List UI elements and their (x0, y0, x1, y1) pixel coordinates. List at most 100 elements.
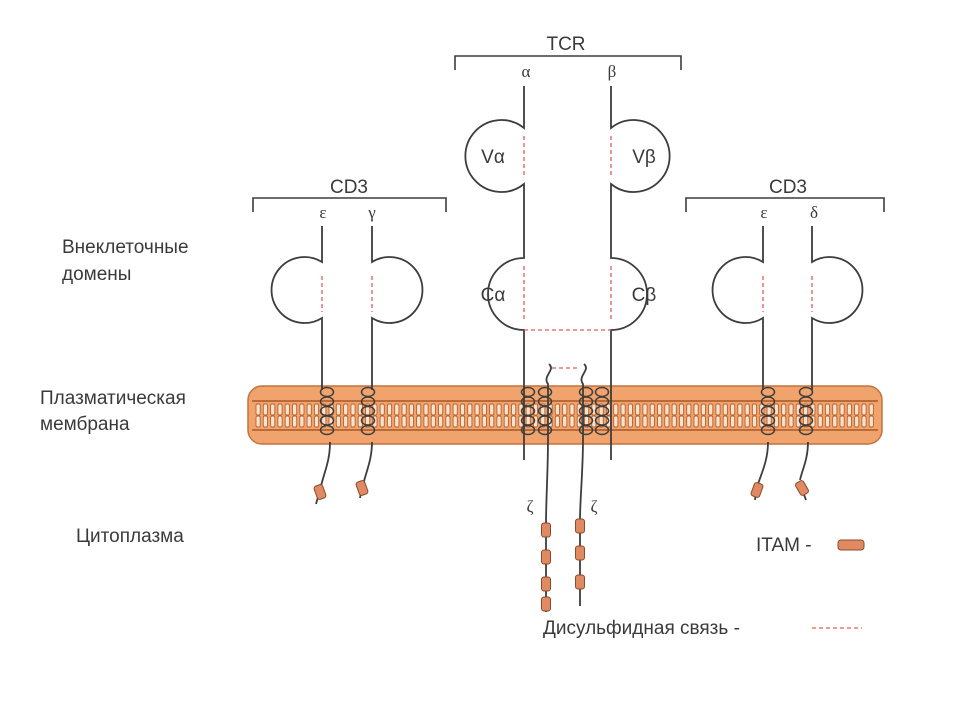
tcr-beta-chain (610, 86, 671, 460)
cd3-right-delta-tail (799, 441, 809, 481)
lipid-head (839, 415, 845, 428)
lipid-head (503, 403, 509, 416)
lipid-head (277, 403, 283, 416)
itam-motif (313, 484, 327, 500)
lipid-head (678, 403, 685, 416)
lipid-head (635, 415, 641, 428)
cd3-right-label: CD3 (769, 177, 807, 198)
lipid-head (350, 403, 356, 416)
itam-motif (575, 545, 585, 561)
lipid-head (657, 403, 663, 416)
cd3-right-bracket (685, 197, 885, 212)
lipid-head (854, 403, 860, 416)
lipid-head (678, 415, 685, 428)
lipid-head (379, 403, 385, 416)
lipid-head (401, 403, 407, 416)
lipid-head (416, 415, 422, 428)
c-beta-domain-label: Cβ (632, 285, 657, 306)
lipid-head (343, 403, 349, 416)
lipid-head (722, 415, 728, 428)
lipid-head (284, 403, 290, 416)
lipid-head (562, 415, 568, 428)
itam-motif (541, 549, 551, 565)
lipid-head (335, 415, 341, 428)
cd3-left-bracket (252, 197, 447, 212)
cd3-left-gamma-tail (362, 441, 373, 486)
lipid-head (868, 415, 874, 428)
lipid-head (474, 415, 480, 428)
lipid-head (299, 415, 305, 428)
lipid-head (408, 403, 414, 416)
membrane-lipid-heads (255, 403, 874, 428)
lipid-head (335, 403, 341, 416)
legend: ITAM - Дисульфидная связь - (543, 535, 865, 639)
helix-turn (760, 424, 776, 436)
c-alpha-domain-label: Cα (481, 285, 506, 306)
lipid-head (832, 415, 838, 428)
helix-turn (520, 424, 536, 436)
cd3-left-gamma-label: γ (367, 203, 376, 222)
lipid-head (817, 403, 823, 416)
lipid-head (751, 403, 758, 416)
lipid-head (744, 415, 750, 428)
lipid-head (722, 403, 728, 416)
zeta-1-label: ζ (526, 497, 533, 516)
lipid-head (613, 415, 619, 428)
lipid-head (839, 403, 845, 416)
side-labels: Внеклеточные домены Плазматическая мембр… (40, 237, 189, 547)
cytoplasm-label: Цитоплазма (76, 526, 184, 547)
zeta-chain-1 (545, 363, 552, 612)
lipid-head (394, 403, 400, 416)
itam-motif (750, 482, 764, 498)
itam-legend-label: ITAM - (756, 535, 812, 556)
lipid-head (438, 403, 444, 416)
itam-motif (541, 522, 551, 538)
lipid-head (306, 403, 312, 416)
extracellular-label-line2: домены (62, 264, 131, 285)
tcr-beta-label: β (608, 62, 617, 81)
lipid-head (467, 415, 473, 428)
lipid-head (649, 403, 655, 416)
lipid-head (664, 415, 670, 428)
lipid-head (671, 415, 677, 428)
lipid-head (854, 415, 860, 428)
lipid-head (430, 403, 436, 416)
lipid-head (664, 403, 670, 416)
itam-motif (541, 576, 551, 592)
lipid-head (671, 403, 677, 416)
lipid-head (452, 415, 458, 428)
lipid-head (861, 403, 867, 416)
zeta-2-label: ζ (590, 497, 597, 516)
lipid-head (292, 403, 298, 416)
lipid-head (386, 403, 393, 416)
lipid-head (613, 403, 619, 416)
lipid-head (511, 403, 517, 416)
transmembrane-helices (319, 386, 814, 436)
lipid-head (569, 403, 575, 416)
membrane-label-line2: мембрана (40, 414, 130, 435)
lipid-head (459, 403, 466, 416)
lipid-head (430, 415, 436, 428)
cd3-left-complex: CD3 ε γ (252, 177, 447, 390)
lipid-head (343, 415, 349, 428)
lipid-head (452, 403, 458, 416)
lipid-head (408, 415, 414, 428)
helix-turn (537, 424, 553, 436)
itam-motif (575, 574, 585, 590)
lipid-head (270, 403, 276, 416)
lipid-head (481, 403, 487, 416)
lipid-head (620, 415, 626, 428)
itam-legend-swatch (837, 539, 865, 551)
lipid-head (730, 403, 736, 416)
lipid-head (627, 415, 633, 428)
lipid-head (554, 403, 560, 416)
lipid-head (708, 415, 714, 428)
cd3-right-epsilon-tail (757, 441, 769, 485)
tcr-bracket (454, 55, 682, 70)
lipid-head (562, 403, 568, 416)
lipid-head (270, 415, 276, 428)
lipid-head (627, 403, 633, 416)
lipid-head (262, 403, 268, 416)
lipid-head (657, 415, 663, 428)
